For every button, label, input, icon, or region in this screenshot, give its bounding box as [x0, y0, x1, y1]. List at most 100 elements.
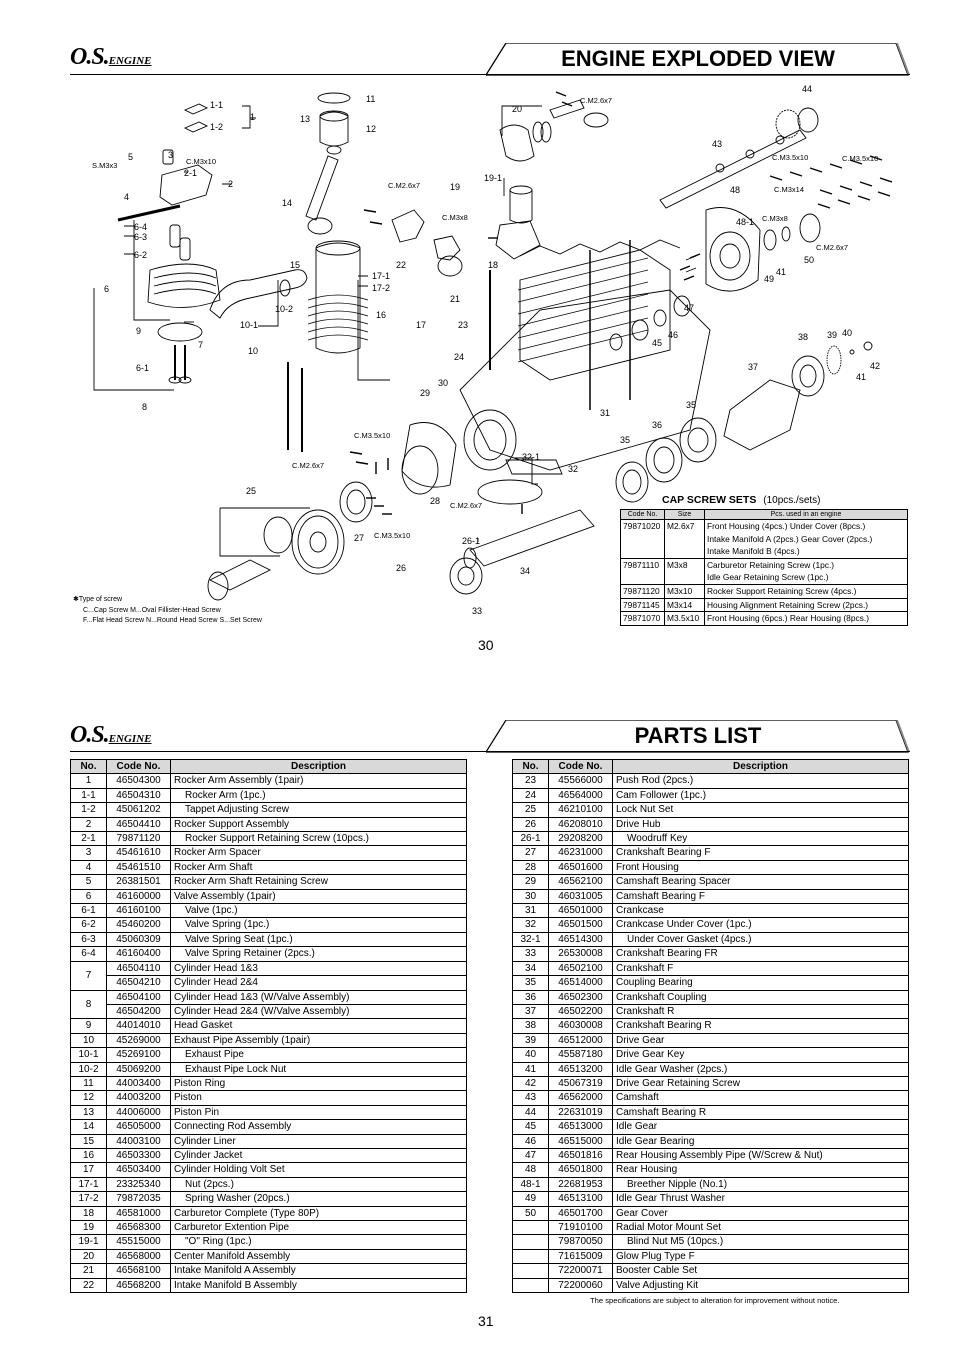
lbl-26-1: 26-1: [462, 536, 480, 546]
part-description: Coupling Bearing: [612, 975, 909, 991]
part-no: 28: [512, 859, 549, 876]
part-description: Front Housing: [612, 859, 909, 876]
banner-shape: [486, 43, 910, 76]
lbl-16: 16: [376, 310, 386, 320]
specifications-footnote: The specifications are subject to altera…: [590, 1296, 840, 1305]
lbl-32-1: 32-1: [522, 452, 540, 462]
part-code: 44006000: [106, 1104, 171, 1121]
part-code: 23325340: [106, 1176, 171, 1193]
part-no: 39: [512, 1032, 549, 1049]
screw-legend-line2: F...Flat Head Screw N...Round Head Screw…: [83, 617, 262, 624]
part-no: 6-3: [70, 931, 107, 948]
part-no: 23: [512, 773, 549, 789]
part-description: Rocker Support Retaining Screw (10pcs.): [170, 831, 467, 847]
lbl-45: 45: [652, 338, 662, 348]
lbl-50: 50: [804, 255, 814, 265]
lbl-35-a: 35: [620, 435, 630, 445]
carburetor: [495, 220, 541, 260]
part-code: 46501700: [548, 1205, 613, 1222]
part-code: 46504310: [106, 787, 171, 804]
lbl-6-2: 6-2: [134, 250, 147, 260]
cap-size: M3x14: [664, 597, 705, 613]
part-code: 45069200: [106, 1061, 171, 1077]
header-desc: Description: [170, 758, 467, 775]
lbl-10-2: 10-2: [275, 304, 293, 314]
lbl-2-1: 2-1: [184, 168, 197, 178]
part-no: 45: [512, 1119, 549, 1135]
part-code: 46568200: [106, 1277, 171, 1294]
part-description: Connecting Rod Assembly: [170, 1119, 467, 1135]
part-code: 46503300: [106, 1147, 171, 1164]
lbl-41-b: 41: [776, 267, 786, 277]
part-no: 43: [512, 1090, 549, 1106]
lbl-32: 32: [568, 464, 578, 474]
part-description: Crankshaft Bearing F: [612, 845, 909, 861]
cap-usage-line: Idle Gear Retaining Screw (1pc.): [707, 572, 829, 583]
cap-code: 79871145: [620, 597, 665, 613]
part-no: 44: [512, 1104, 549, 1121]
part-code: 45461510: [106, 859, 171, 876]
part-no: 19: [70, 1219, 107, 1236]
lbl-c-m2-6x7-a: C.M2.6x7: [388, 181, 420, 190]
part-no: 48: [512, 1162, 549, 1178]
part-no: 26-1: [512, 831, 549, 847]
part-description: Crankshaft Bearing FR: [612, 946, 909, 962]
part-description: Cylinder Jacket: [170, 1147, 467, 1164]
part-code: 46504210: [106, 975, 171, 991]
part-code: 46501816: [548, 1147, 613, 1164]
part-no: 42: [512, 1075, 549, 1092]
lbl-1: 1: [250, 112, 255, 122]
part-description: Push Rod (2pcs.): [612, 773, 909, 789]
lbl-27: 27: [354, 533, 364, 543]
cap-size: M2.6x7: [664, 519, 705, 559]
part-description: Crankshaft F: [612, 960, 909, 977]
part-no: 6-1: [70, 903, 107, 919]
screw-type-legend: ✱Type of screw C...Cap Screw M...Oval Fi…: [73, 594, 262, 626]
part-no: 21: [70, 1263, 107, 1279]
part-description: Rear Housing Assembly Pipe (W/Screw & Nu…: [612, 1147, 909, 1164]
part-description: Drive Gear: [612, 1032, 909, 1049]
part-no: 15: [70, 1133, 107, 1149]
part-code: 46504410: [106, 816, 171, 833]
part-code: 71615009: [548, 1248, 613, 1265]
part-code: 46512000: [548, 1032, 613, 1049]
logo-sub: ENGINE: [108, 55, 152, 67]
lbl-17-1: 17-1: [372, 271, 390, 281]
part-description: Intake Manifold A Assembly: [170, 1263, 467, 1279]
lbl-44: 44: [802, 84, 812, 94]
front-housing: [401, 422, 457, 488]
part-no: 47: [512, 1147, 549, 1164]
lbl-c-m3-5x10-c: C.M3.5x10: [772, 153, 808, 162]
part-description: Spring Washer (20pcs.): [170, 1191, 467, 1207]
part-no: 25: [512, 802, 549, 818]
part-no: [512, 1248, 549, 1265]
part-description: Valve Adjusting Kit: [612, 1277, 909, 1294]
lbl-c-m3x10: C.M3x10: [186, 157, 216, 166]
part-description: Camshaft Bearing F: [612, 888, 909, 905]
part-no: 10: [70, 1032, 107, 1049]
parts-left-header-row: No. Code No. Description: [70, 758, 467, 775]
part-code: 46513000: [548, 1119, 613, 1135]
